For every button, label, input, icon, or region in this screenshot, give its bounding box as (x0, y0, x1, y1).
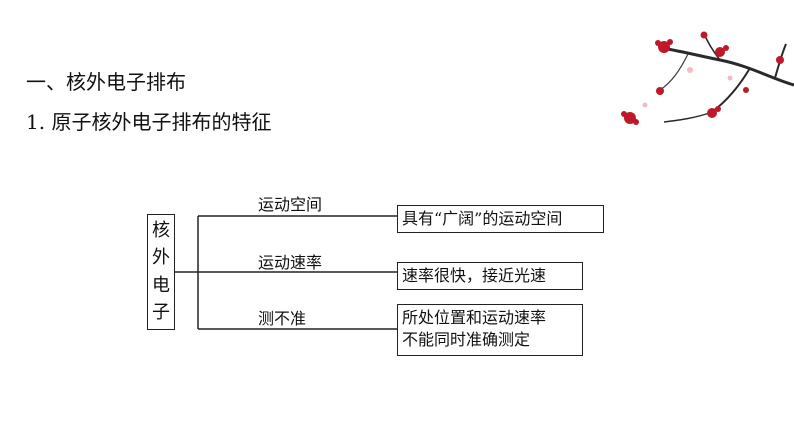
root-char: 核 (152, 219, 170, 241)
description-box-uncertain: 所处位置和运动速率 不能同时准确测定 (397, 304, 583, 356)
sub-heading: 1. 原子核外电子排布的特征 (26, 110, 272, 134)
description-box-speed: 速率很快，接近光速 (397, 262, 583, 290)
branch-label-speed: 运动速率 (258, 253, 323, 272)
description-box-space: 具有“广阔”的运动空间 (397, 205, 604, 233)
branch-label-uncertain: 测不准 (258, 309, 307, 328)
description-text: 所处位置和运动速率 (402, 308, 547, 327)
root-char: 外 (152, 247, 170, 269)
root-char: 电 (152, 274, 170, 296)
description-text: 不能同时准确测定 (402, 330, 531, 349)
root-node-box: 核 外 电 子 (147, 214, 175, 330)
description-text: 具有“广阔”的运动空间 (402, 209, 563, 228)
root-char: 子 (152, 302, 170, 324)
description-text: 速率很快，接近光速 (402, 266, 547, 285)
branch-label-space: 运动空间 (258, 195, 323, 214)
plum-blossom-branch-icon (621, 31, 794, 125)
section-heading: 一、核外电子排布 (26, 70, 186, 94)
